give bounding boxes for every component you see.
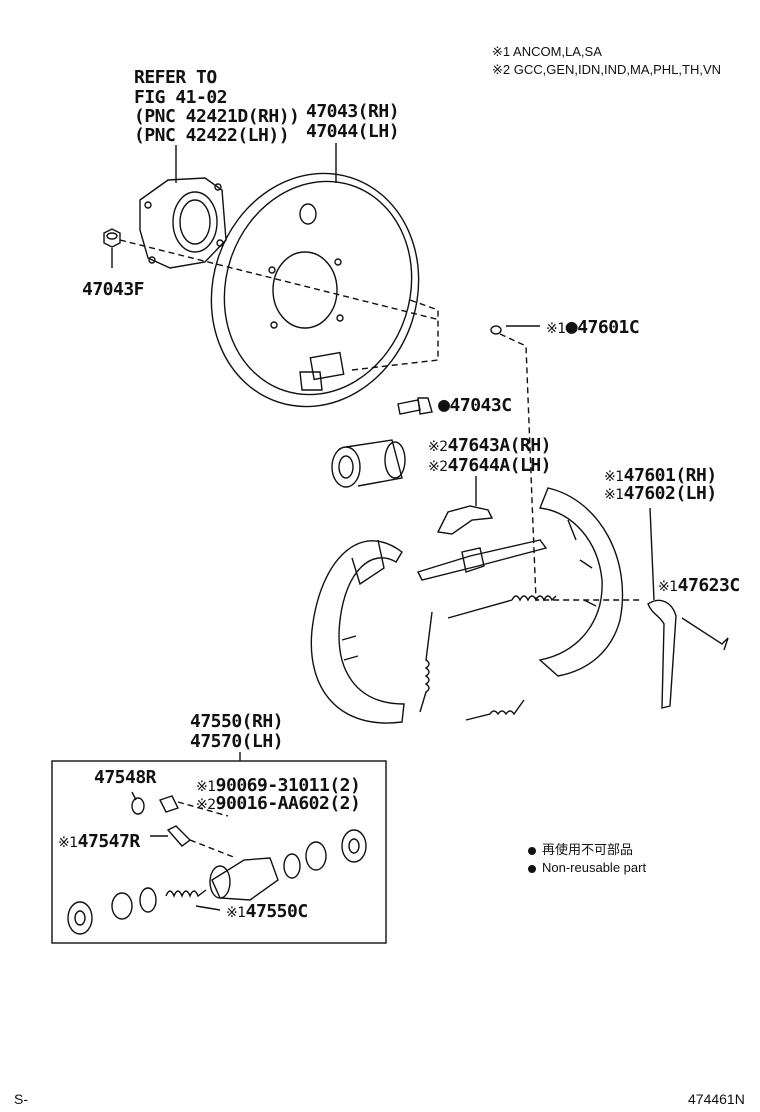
label-bolt2-row: ※290016-AA602(2) [196, 793, 361, 815]
label-bolt-row: ●47043C [438, 394, 512, 416]
cap-illustration [331, 439, 406, 488]
label-lever-rh-prefix: ※2 [428, 439, 448, 455]
label-lever-lh: 47644A(LH) [447, 455, 552, 476]
legend-en: Non-reusable part [542, 860, 647, 875]
footer-right: 474461N [688, 1091, 745, 1107]
label-bolt1: 90069-31011(2) [215, 775, 361, 796]
shoe-right-illustration [538, 487, 624, 677]
spring-upper-illustration [447, 595, 557, 619]
label-pin-prefix: ※1 [546, 321, 566, 337]
label-cylinder-rh: 47550(RH) [190, 711, 284, 732]
legend-dot-icon [528, 864, 536, 873]
label-kit: 47550C [245, 901, 309, 922]
dash-backing [351, 299, 439, 371]
refer-line-1: REFER TO [134, 67, 217, 88]
label-backing-rh: 47043(RH) [306, 101, 400, 122]
legend-en-row: Non-reusable part [528, 859, 646, 877]
non-reusable-dot-icon: ● [565, 314, 578, 338]
label-cylinder-lh: 47570(LH) [190, 731, 284, 752]
lever-illustration [436, 505, 494, 535]
label-shoe-rh-prefix: ※1 [604, 469, 624, 485]
label-kit-row: ※147550C [226, 902, 308, 923]
label-shoe-lh: 47602(LH) [623, 483, 718, 504]
legend-ja-row: 再使用不可部品 [528, 841, 633, 859]
label-shoe-lh-row: ※147602(LH) [604, 484, 717, 505]
label-bolt2: 90016-AA602(2) [215, 793, 361, 814]
label-bleeder: 47547R [77, 831, 141, 852]
label-bleeder-prefix: ※1 [58, 835, 78, 851]
legend-dot-icon [528, 846, 536, 855]
note-1: ※1 ANCOM,LA,SA [492, 44, 602, 59]
backing-plate-illustration [210, 172, 420, 408]
label-shoe-rh: 47601(RH) [623, 465, 718, 486]
label-spring-row: ※147623C [658, 576, 740, 597]
refer-line-2: FIG 41-02 [134, 87, 228, 108]
label-lever-lh-prefix: ※2 [428, 459, 448, 475]
label-bleeder-row: ※147547R [58, 832, 140, 853]
note-2: ※2 GCC,GEN,IDN,IND,MA,PHL,TH,VN [492, 62, 722, 77]
label-spring: 47623C [677, 575, 741, 596]
dash-pin [499, 333, 640, 601]
label-bolt1-prefix: ※1 [196, 779, 216, 795]
refer-line-4: (PNC 42422(LH)) [134, 125, 290, 146]
label-spring-prefix: ※1 [658, 579, 678, 595]
label-lever-rh-row: ※247643A(RH) [428, 435, 552, 457]
label-nut: 47043F [82, 279, 145, 300]
label-kit-prefix: ※1 [226, 905, 246, 921]
label-bolt1-row: ※190069-31011(2) [196, 775, 361, 797]
non-reusable-dot-icon: ● [438, 392, 450, 416]
label-bolt: 47043C [449, 395, 513, 416]
spring-lower-illustration [465, 699, 525, 721]
label-cap: 47548R [94, 767, 157, 788]
dash-nut [119, 239, 441, 321]
legend-ja: 再使用不可部品 [542, 842, 634, 857]
pin-illustration [490, 325, 502, 335]
bolt-illustration [397, 397, 433, 415]
label-bolt2-prefix: ※2 [196, 797, 216, 813]
label-lever-lh-row: ※247644A(LH) [428, 455, 552, 477]
adjuster-illustration [417, 539, 548, 581]
leader-shoe [649, 507, 655, 601]
shoe-left-illustration [310, 539, 405, 724]
kit-box [51, 760, 387, 944]
label-shoe-lh-prefix: ※1 [604, 487, 624, 503]
label-pin: 47601C [577, 317, 640, 338]
nut-illustration [103, 228, 121, 248]
hub-bearing-illustration [139, 177, 227, 269]
refer-line-3: (PNC 42421D(RH)) [134, 106, 300, 127]
cylinder-kit-illustration [67, 791, 367, 935]
label-shoe-rh-row: ※147601(RH) [604, 466, 717, 487]
strut-illustration [647, 599, 729, 709]
label-lever-rh: 47643A(RH) [447, 435, 552, 456]
footer-left: S- [14, 1091, 28, 1107]
label-pin-row: ※1●47601C [546, 314, 640, 339]
spring-side-illustration [419, 611, 433, 713]
label-backing-lh: 47044(LH) [306, 121, 400, 142]
